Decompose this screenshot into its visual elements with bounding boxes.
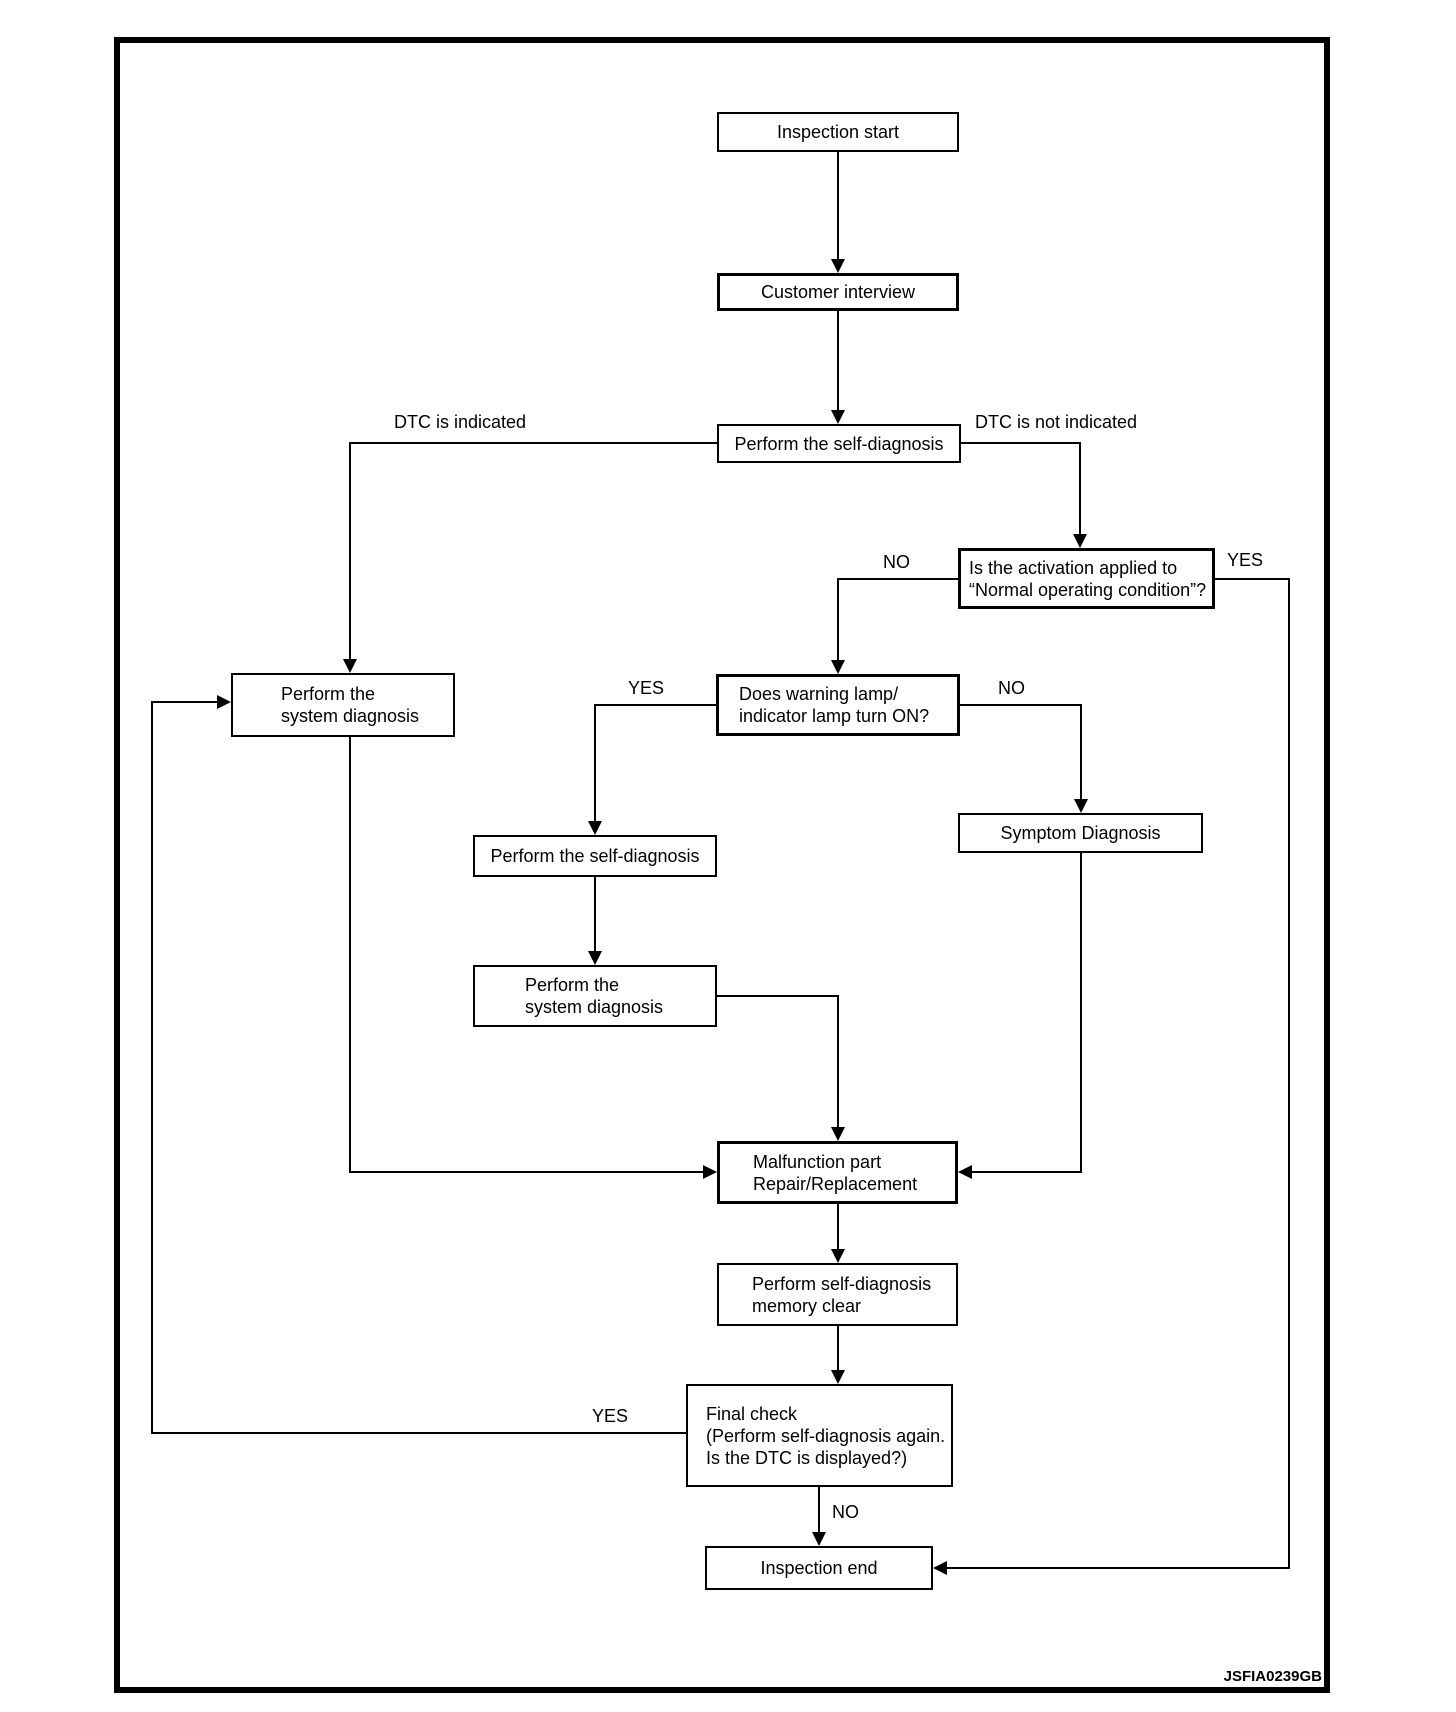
edge-sysdiag-to-malfunction <box>717 995 839 1127</box>
label-final-yes: YES <box>592 1406 629 1427</box>
arrowhead-down-icon <box>343 659 357 673</box>
node-final-check-line2: (Perform self-diagnosis again. <box>706 1425 946 1446</box>
figure-code: JSFIA0239GB <box>1223 1668 1322 1685</box>
node-activation-question-line2: “Normal operating condition”? <box>969 579 1207 600</box>
label-lamp-yes: YES <box>628 678 665 699</box>
node-perform-self-diagnosis-mid-text: Perform the self-diagnosis <box>490 846 700 866</box>
node-activation-question: Is the activation applied to “Normal ope… <box>958 548 1215 609</box>
node-system-diagnosis-mid-line2: system diagnosis <box>525 997 664 1017</box>
edge-symptom-to-malfunction <box>972 853 1082 1173</box>
arrowhead-down-icon <box>831 1370 845 1384</box>
label-lamp-no: NO <box>998 678 1025 699</box>
outer-border <box>114 37 1330 1693</box>
arrowhead-down-icon <box>1073 534 1087 548</box>
arrowhead-down-icon <box>831 410 845 424</box>
arrowhead-down-icon <box>588 821 602 835</box>
edge-dtc-indicated <box>349 442 717 659</box>
label-dtc-not-indicated: DTC is not indicated <box>975 412 1138 433</box>
node-customer-interview: Customer interview <box>717 273 959 311</box>
arrowhead-left-icon <box>958 1165 972 1179</box>
node-warning-lamp-question-line1: Does warning lamp/ <box>739 684 899 704</box>
edge-final-yes-feedback <box>151 701 686 1434</box>
node-system-diagnosis-mid-line1: Perform the <box>525 975 620 995</box>
node-final-check: Final check (Perform self-diagnosis agai… <box>686 1384 953 1487</box>
node-inspection-start: Inspection start <box>717 112 959 152</box>
node-system-diagnosis-left-line2: system diagnosis <box>281 706 420 726</box>
label-dtc-indicated: DTC is indicated <box>385 412 535 433</box>
arrowhead-down-icon <box>831 1249 845 1263</box>
arrowhead-down-icon <box>1074 799 1088 813</box>
edge-lamp-no <box>960 704 1082 799</box>
arrowhead-down-icon <box>831 1127 845 1141</box>
node-system-diagnosis-mid: Perform the system diagnosis <box>473 965 717 1027</box>
node-inspection-start-text: Inspection start <box>776 122 900 142</box>
arrowhead-down-icon <box>812 1532 826 1546</box>
node-final-check-line1: Final check <box>706 1403 798 1424</box>
node-customer-interview-text: Customer interview <box>760 282 916 302</box>
node-perform-self-diagnosis-text: Perform the self-diagnosis <box>734 433 944 454</box>
arrowhead-down-icon <box>831 660 845 674</box>
label-activation-yes: YES <box>1227 550 1264 571</box>
arrowhead-down-icon <box>831 259 845 273</box>
arrowhead-right-icon <box>217 695 231 709</box>
edge-leftsys-to-malfunction <box>349 737 703 1173</box>
node-memory-clear-line2: memory clear <box>752 1295 862 1316</box>
node-inspection-end-text: Inspection end <box>760 1558 878 1578</box>
arrowhead-right-icon <box>703 1165 717 1179</box>
node-final-check-line3: Is the DTC is displayed?) <box>706 1447 908 1468</box>
node-perform-self-diagnosis: Perform the self-diagnosis <box>717 424 961 463</box>
node-system-diagnosis-left: Perform the system diagnosis <box>231 673 455 737</box>
node-perform-self-diagnosis-mid: Perform the self-diagnosis <box>473 835 717 877</box>
edge-dtc-not-indicated <box>961 442 1081 534</box>
node-symptom-diagnosis: Symptom Diagnosis <box>958 813 1203 853</box>
arrowhead-down-icon <box>588 951 602 965</box>
node-system-diagnosis-left-line1: Perform the <box>281 684 376 704</box>
node-memory-clear: Perform self-diagnosis memory clear <box>717 1263 958 1326</box>
edge-lamp-yes <box>594 704 716 821</box>
node-memory-clear-line1: Perform self-diagnosis <box>752 1273 932 1294</box>
node-warning-lamp-question-line2: indicator lamp turn ON? <box>739 706 930 726</box>
node-malfunction-repair-line1: Malfunction part <box>753 1151 882 1172</box>
arrowhead-left-icon <box>933 1561 947 1575</box>
node-activation-question-line1: Is the activation applied to <box>969 557 1178 578</box>
node-symptom-diagnosis-text: Symptom Diagnosis <box>1000 823 1161 843</box>
label-final-no: NO <box>832 1502 859 1523</box>
node-malfunction-repair: Malfunction part Repair/Replacement <box>717 1141 958 1204</box>
node-inspection-end: Inspection end <box>705 1546 933 1590</box>
label-activation-no: NO <box>883 552 910 573</box>
edge-activation-no <box>837 578 958 660</box>
node-warning-lamp-question: Does warning lamp/ indicator lamp turn O… <box>716 674 960 736</box>
node-malfunction-repair-line2: Repair/Replacement <box>753 1173 918 1194</box>
edge-activation-yes <box>947 578 1290 1569</box>
